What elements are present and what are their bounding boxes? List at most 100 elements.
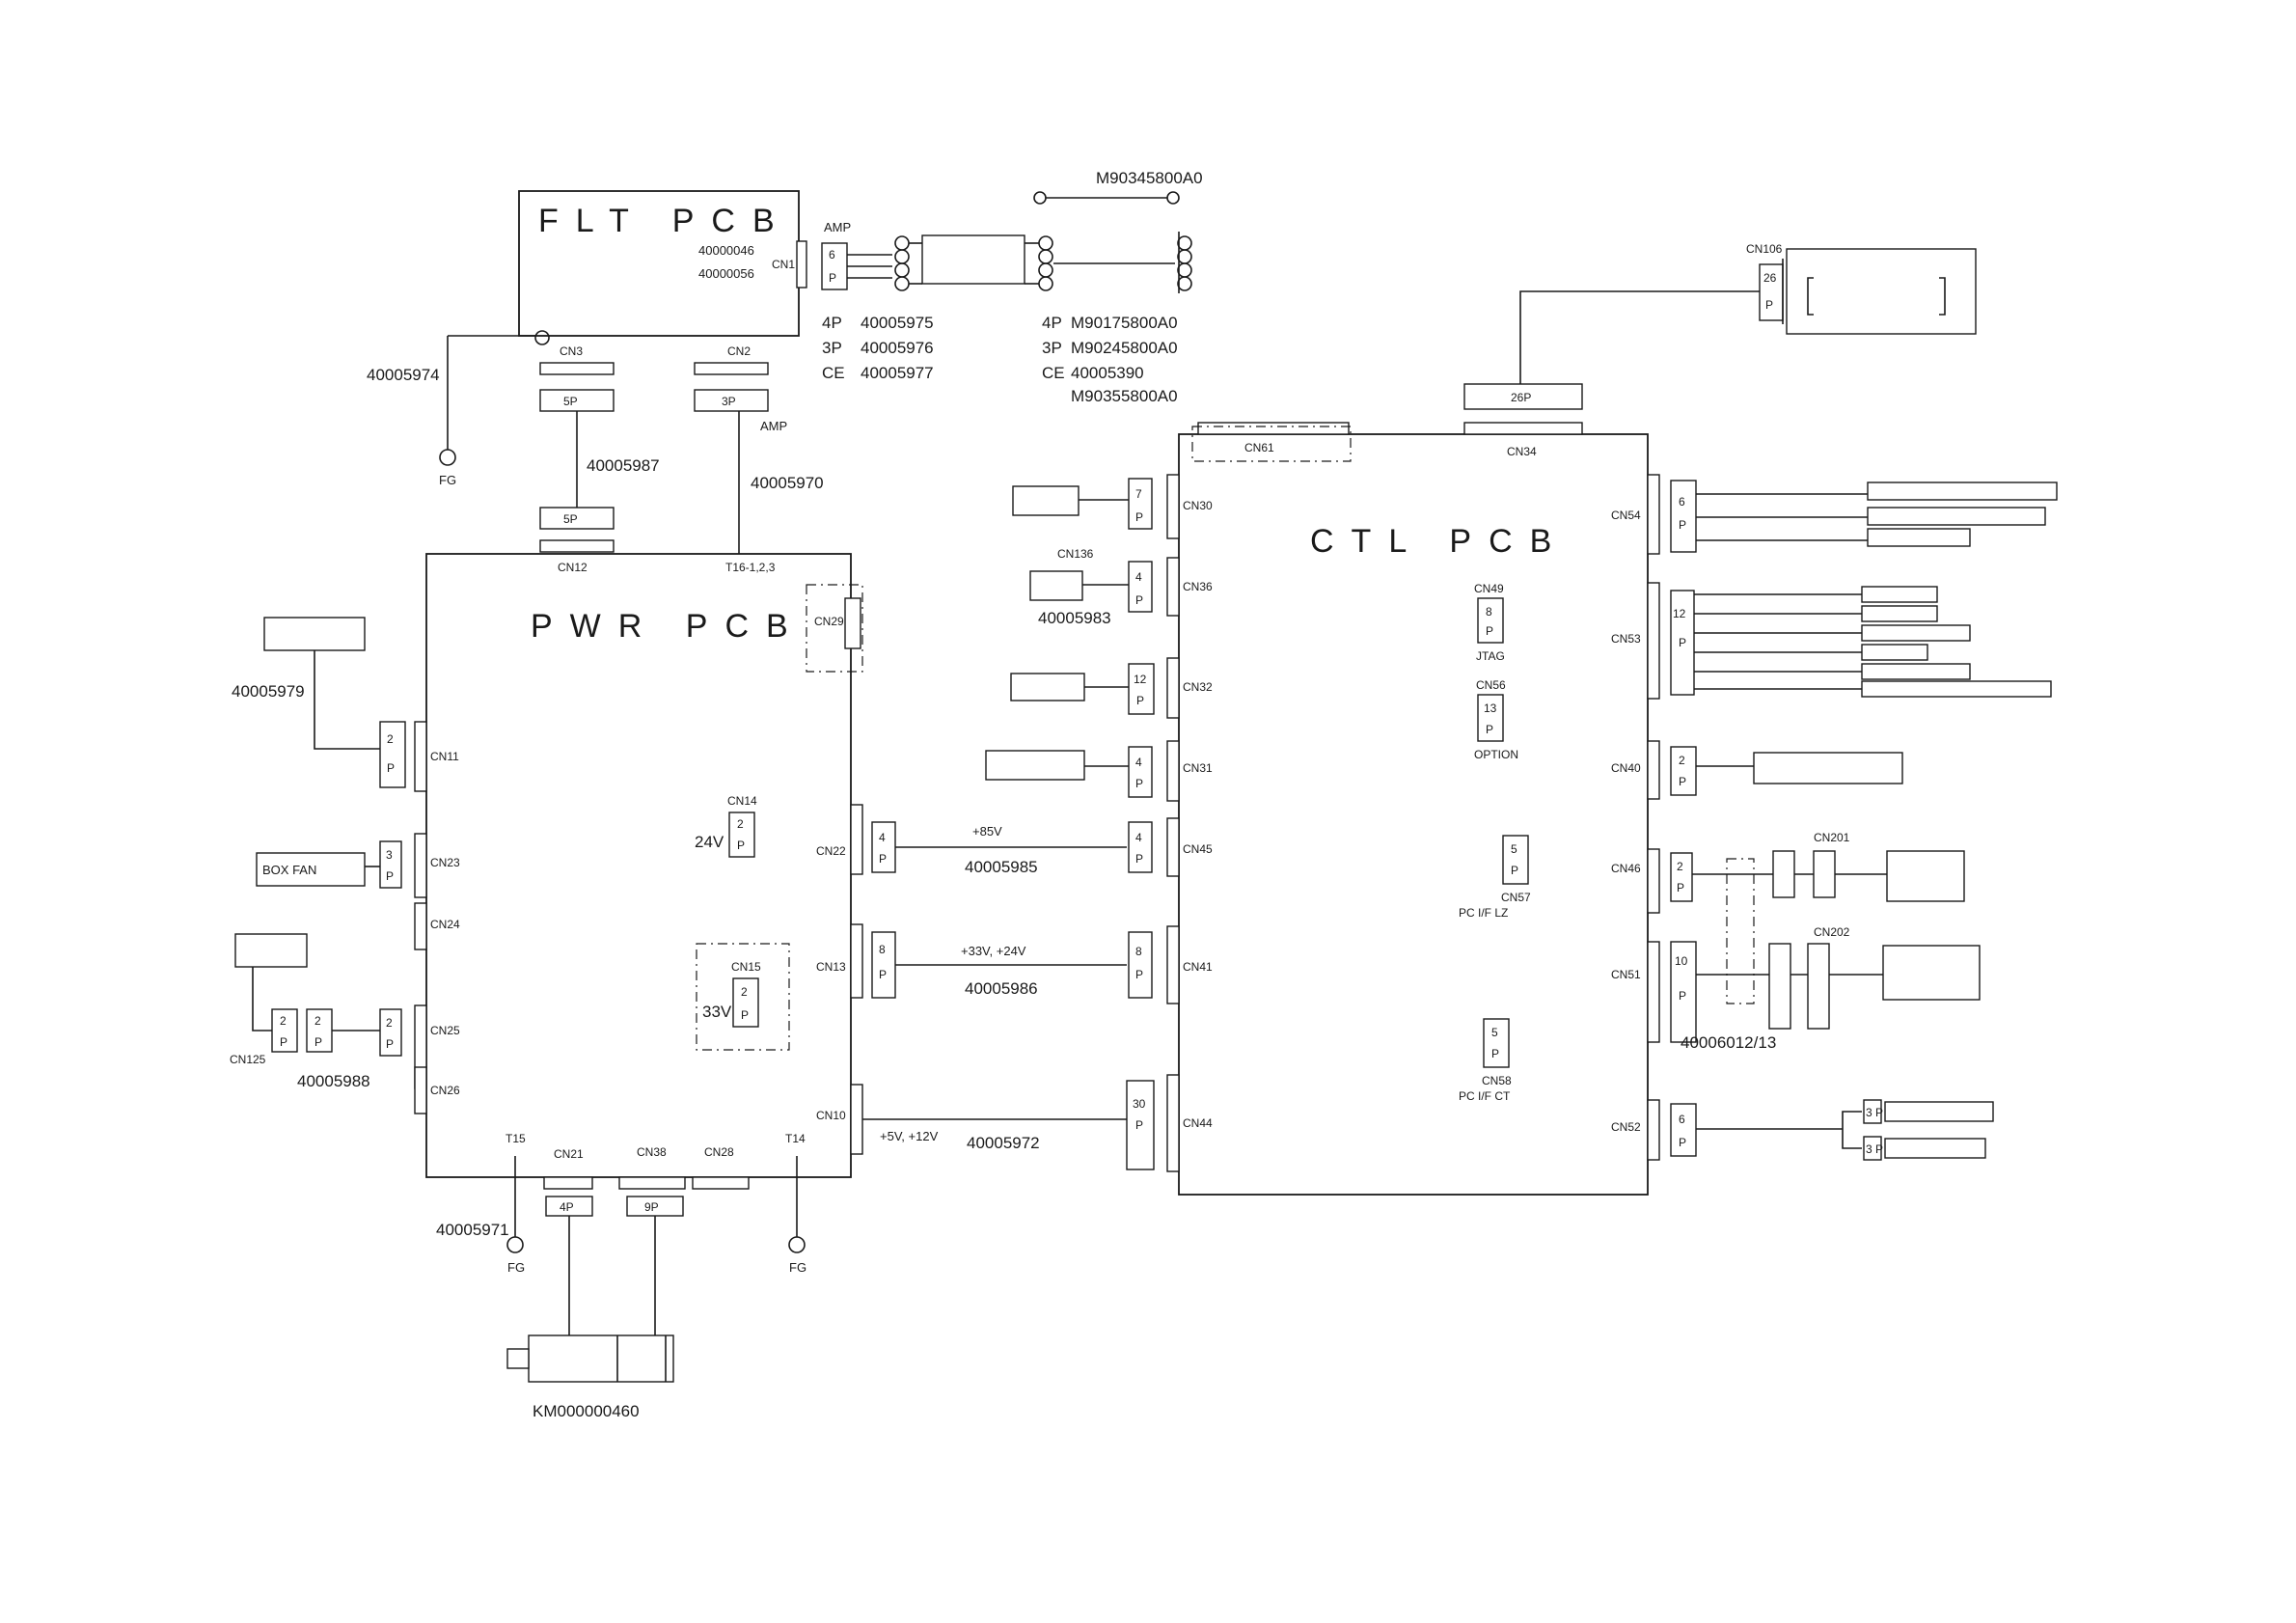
pwr-33v-label: 33V [702, 1003, 732, 1021]
pwr-cn38-connector [618, 1176, 686, 1190]
wire-40005988-label: 40005988 [297, 1072, 370, 1090]
cn202-plug-a [1768, 943, 1791, 1030]
pwr-cn11-label: CN11 [430, 750, 459, 763]
pwr-cn22-label: CN22 [816, 844, 846, 858]
fg-ground-symbol [506, 1236, 524, 1253]
cn136-label: CN136 [1057, 547, 1094, 561]
pwr-cn28-connector [692, 1176, 750, 1190]
pwr-cn13-connector [850, 923, 863, 999]
m90345800a0-label: M90345800A0 [1096, 169, 1203, 187]
flt-part-2: 40000056 [698, 266, 754, 281]
cn201-plug-b [1813, 850, 1836, 898]
pin-count: 8 [879, 943, 886, 956]
pwr-24v-label: 24V [695, 833, 724, 851]
pwr-pcb-title: PWR PCB [531, 608, 806, 645]
pin-count: 5 [1491, 1026, 1498, 1039]
pin-header-label: 5P [563, 395, 578, 408]
ctl-cn41-label: CN41 [1183, 960, 1213, 974]
ctl-cn54-connector [1647, 474, 1660, 555]
ctl-cn56-label: CN56 [1476, 678, 1506, 692]
ctl-cn30-label: CN30 [1183, 499, 1213, 512]
wire-40005985-label: 40005985 [965, 858, 1038, 876]
pin-suffix: P [1491, 1047, 1499, 1060]
ctl-cn44-connector [1166, 1074, 1180, 1172]
pin-count: 2 [1679, 754, 1685, 767]
cn52-lead-1 [1884, 1101, 1994, 1122]
ctl-cn61-connector [1197, 422, 1350, 435]
wire-40005979-label: 40005979 [232, 682, 305, 701]
pwr-cn12-connector [539, 539, 615, 553]
pwr-cn14-connector [728, 812, 755, 858]
pwr-cn21-connector [543, 1176, 593, 1190]
pwr-cn13-label: CN13 [816, 960, 846, 974]
cable-4p-label: 4P [1042, 314, 1062, 332]
pin-header-label: 9P [644, 1200, 659, 1214]
pin-suffix: P [1135, 777, 1143, 790]
pin-count: 2 [314, 1014, 321, 1028]
ctl-pcb-board [1178, 433, 1649, 1196]
pwr-cn22-connector [850, 804, 863, 875]
pwr-t16-label: T16-1,2,3 [725, 561, 776, 574]
pwr-cn26-connector [414, 1066, 427, 1114]
pwr-cn12-label: CN12 [558, 561, 588, 574]
ctl-cn31-connector [1166, 740, 1180, 802]
ctl-cn44-label: CN44 [1183, 1116, 1213, 1130]
fg-label: FG [789, 1260, 806, 1275]
flt-cn3-connector [539, 362, 615, 375]
cn45-plug [1128, 821, 1153, 873]
flt-pcb-title: FLT PCB [538, 203, 792, 239]
pin-count: 12 [1673, 607, 1686, 620]
motor-body [528, 1334, 674, 1383]
harness-4p-part: 40005975 [861, 314, 934, 332]
ctl-cn49-connector [1477, 597, 1504, 644]
wire-40006012-label: 40006012/13 [1681, 1033, 1776, 1052]
cn51-plug [1670, 941, 1697, 1043]
harness-4p-label: 4P [822, 314, 842, 332]
ctl-cn40-label: CN40 [1611, 761, 1641, 775]
pin-suffix: P [1679, 1136, 1686, 1149]
pwr-cn10-label: CN10 [816, 1109, 846, 1122]
flt-cn3-label: CN3 [560, 344, 583, 358]
pin-suffix: P [1135, 852, 1143, 866]
pin-suffix: P [879, 852, 887, 866]
pwr-cn25-label: CN25 [430, 1024, 460, 1037]
wire-40005987-label: 40005987 [587, 456, 660, 475]
pwr-cn29-area [806, 584, 863, 673]
cn52-plug [1670, 1103, 1697, 1157]
ctl-cn61-label: CN61 [1244, 441, 1274, 454]
voltage-85v-label: +85V [972, 824, 1002, 839]
flt-cn1-label: CN1 [772, 258, 795, 271]
pwr-cn10-connector [850, 1084, 863, 1155]
pin-suffix: P [1679, 775, 1686, 788]
pin-suffix: P [741, 1008, 749, 1022]
component-cn136 [1029, 570, 1083, 601]
ctl-option-label: OPTION [1474, 748, 1518, 761]
pwr-cn23-connector [414, 833, 427, 898]
flt-pcb-board [518, 190, 800, 337]
ctl-cn30-connector [1166, 474, 1180, 539]
pwr-cn24-label: CN24 [430, 918, 460, 931]
ctl-cn32-connector [1166, 657, 1180, 719]
ctl-cn34-connector [1463, 422, 1583, 435]
harness-3p-label: 3P [822, 339, 842, 357]
pin-header-label: 26P [1511, 391, 1531, 404]
pin-suffix: P [386, 1037, 394, 1051]
ctl-cn58-label: CN58 [1482, 1074, 1512, 1087]
ctl-cn36-label: CN36 [1183, 580, 1213, 593]
cn23-plug [379, 840, 402, 889]
pin-suffix: P [1135, 1118, 1143, 1132]
cn13-plug [871, 931, 896, 999]
ctl-cn52-connector [1647, 1099, 1660, 1161]
voltage-33-24v-label: +33V, +24V [961, 944, 1026, 958]
cable-ce-part: 40005390 [1071, 364, 1144, 382]
ctl-pcb-title: CTL PCB [1310, 523, 1569, 560]
pwr-pcb-board [425, 553, 852, 1178]
component-cn31 [985, 750, 1085, 781]
pin-count: 12 [1134, 673, 1147, 686]
cn53-lead-6 [1861, 680, 2052, 698]
ctl-cn32-label: CN32 [1183, 680, 1213, 694]
pin-count: 6 [829, 248, 835, 261]
cn201-plug-a [1772, 850, 1795, 898]
